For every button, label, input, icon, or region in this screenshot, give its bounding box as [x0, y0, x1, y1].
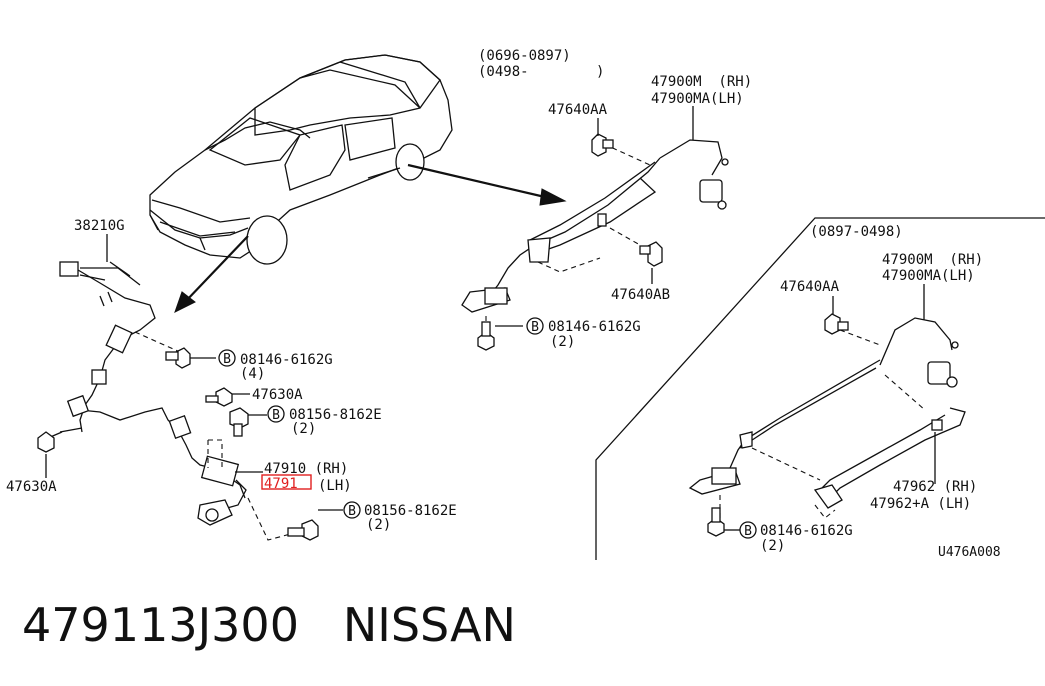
bolt-number-label: 08146-6162G	[760, 523, 853, 539]
car-illustration	[149, 54, 453, 265]
quantity-label: (2)	[760, 538, 785, 554]
part-number-label: 47900MA(LH)	[882, 268, 975, 284]
arrow-to-rear-sensor	[407, 163, 567, 206]
date-range-label: (0696-0897)	[478, 48, 571, 64]
circled-b-markers: B B B B B	[218, 317, 757, 539]
part-number-label: 47900M (RH)	[882, 252, 983, 268]
part-caption: 479113J300 NISSAN	[22, 598, 516, 652]
arrow-to-front-sensor	[174, 235, 249, 313]
circled-b-upper: B	[272, 408, 280, 423]
highlighted-part-number: 4791	[264, 476, 298, 492]
figure-code: U476A008	[938, 545, 1001, 560]
brand-name: NISSAN	[342, 598, 516, 652]
quantity-label: (4)	[240, 366, 265, 382]
bolt-number-label: 08156-8162E	[289, 407, 382, 423]
date-range-label: (0897-0498)	[810, 224, 903, 240]
bolt-number-label: 08146-6162G	[548, 319, 641, 335]
part-number-label: 47962 (RH)	[893, 479, 977, 495]
part-labels: (0696-0897) (0498- ) 47900M (RH) 47900MA…	[6, 48, 1001, 560]
rear-sensor-assembly-top	[461, 133, 729, 351]
part-number-label: 47640AB	[611, 287, 670, 303]
part-number-label: 47910 (RH)	[264, 461, 348, 477]
part-number-label: 47630A	[252, 387, 303, 403]
front-sensor-assembly	[37, 261, 319, 541]
side-label: (LH)	[318, 478, 352, 494]
part-number-label: 47900MA(LH)	[651, 91, 744, 107]
date-range-label: (0498- )	[478, 64, 604, 80]
circled-b-right: B	[744, 524, 752, 539]
bolt-number-label: 08146-6162G	[240, 352, 333, 368]
part-number-label: 47640AA	[548, 102, 608, 118]
rear-sensor-assembly-right	[595, 217, 1045, 560]
quantity-label: (2)	[291, 421, 316, 437]
part-number-label: 38210G	[74, 218, 125, 234]
part-number: 479113J300	[22, 598, 299, 652]
circled-b-lower: B	[348, 504, 356, 519]
part-number-label: 47630A	[6, 479, 57, 495]
part-number-label: 47900M (RH)	[651, 74, 752, 90]
bolt-number-label: 08156-8162E	[364, 503, 457, 519]
highlight-box	[261, 474, 312, 490]
circled-b-top: B	[531, 320, 539, 335]
circled-b-left: B	[223, 352, 231, 367]
part-number-label: 47640AA	[780, 279, 840, 295]
quantity-label: (2)	[366, 517, 391, 533]
leader-lines	[45, 106, 936, 531]
quantity-label: (2)	[550, 334, 575, 350]
part-number-label: 47962+A (LH)	[870, 496, 971, 512]
